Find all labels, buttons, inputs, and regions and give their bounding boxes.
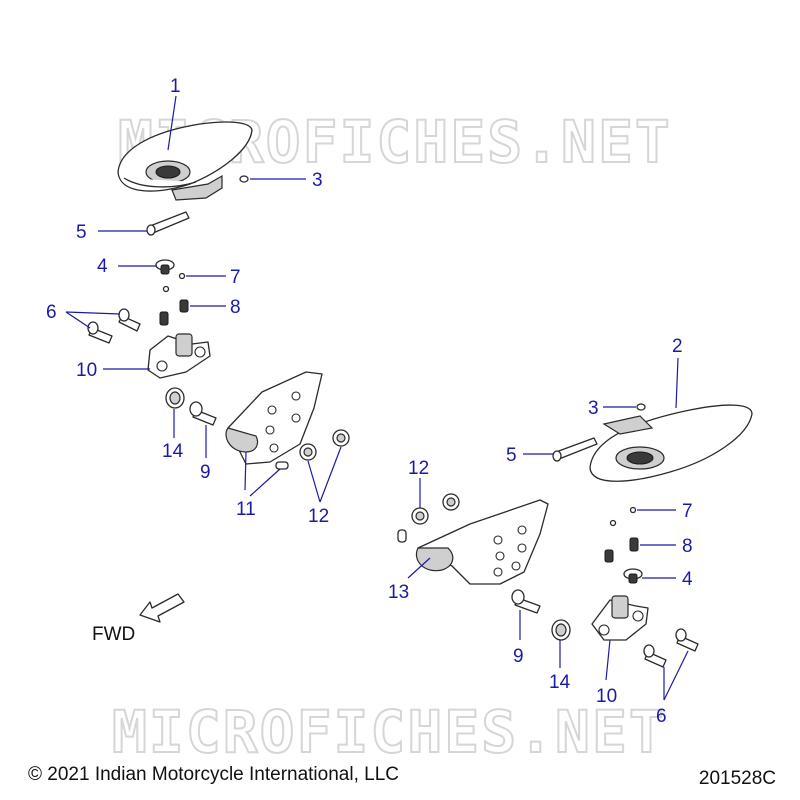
callout-7-left: 7 — [230, 267, 241, 288]
callout-9-right: 9 — [513, 646, 524, 667]
mount-plate-right — [415, 499, 549, 585]
callout-numbers: 1 3 5 4 7 8 6 10 14 9 11 12 2 3 5 12 7 8… — [46, 76, 693, 727]
spring-right — [604, 537, 639, 563]
callout-14-left: 14 — [162, 441, 184, 462]
mount-bracket-right — [591, 595, 649, 641]
dowel-left — [275, 461, 289, 470]
callout-11: 11 — [236, 499, 256, 520]
detent-left — [155, 259, 175, 275]
direction-label: FWD — [92, 624, 135, 645]
callout-10-left: 10 — [76, 360, 97, 381]
bushing-right-12a — [411, 507, 429, 525]
ball-left-2 — [162, 285, 170, 293]
bolt-right-b — [643, 644, 667, 668]
callout-4-left: 4 — [97, 256, 108, 277]
bushing-left-12b — [332, 429, 350, 447]
bushing-right — [551, 619, 571, 641]
footboard-right — [589, 404, 753, 482]
callout-6-right: 6 — [656, 706, 667, 727]
callout-1: 1 — [170, 76, 181, 97]
ball-right — [629, 506, 637, 514]
leader-lines — [65, 95, 689, 701]
diagram-id: 201528C — [698, 768, 776, 789]
bushing-left — [165, 387, 185, 409]
bolt-left-a — [118, 308, 141, 332]
watermark-bottom: MICROFICHES.NET — [112, 698, 666, 766]
callout-14-right: 14 — [549, 672, 571, 693]
copyright-notice: © 2021 Indian Motorcycle International, … — [28, 764, 399, 785]
ball-right-2 — [609, 519, 617, 527]
mount-plate-left — [225, 371, 323, 465]
callout-3-left: 3 — [312, 170, 323, 191]
bushing-left-12a — [299, 443, 317, 461]
callout-8-left: 8 — [230, 297, 241, 318]
pivot-pin-left — [146, 211, 190, 236]
spring-left — [159, 299, 189, 326]
callout-4-right: 4 — [682, 569, 693, 590]
callout-8-right: 8 — [682, 536, 693, 557]
bolt-left-b — [87, 321, 113, 344]
callout-2: 2 — [672, 336, 683, 357]
callout-5-left: 5 — [76, 222, 87, 243]
bolt-right-9 — [511, 589, 541, 614]
dowel-right — [397, 529, 407, 543]
bolt-left-9 — [189, 401, 217, 426]
mount-bracket-left — [147, 333, 211, 379]
bolt-right-a — [675, 628, 699, 652]
callout-5-right: 5 — [506, 445, 517, 466]
callout-3-right: 3 — [588, 398, 599, 419]
ball-left — [178, 272, 186, 280]
detent-right — [623, 568, 643, 584]
callout-9-left: 9 — [200, 462, 211, 483]
callout-7-right: 7 — [682, 501, 693, 522]
o-ring-right — [636, 403, 646, 411]
pivot-pin-right — [552, 437, 598, 462]
bushing-right-12b — [442, 493, 460, 511]
o-ring-left — [239, 175, 249, 183]
forward-arrow-icon — [139, 593, 185, 623]
callout-10-right: 10 — [596, 686, 617, 707]
callout-6-left: 6 — [46, 302, 57, 323]
callout-13: 13 — [388, 582, 409, 603]
footboard-left — [117, 121, 253, 201]
callout-12-left: 12 — [308, 506, 329, 527]
callout-12-right: 12 — [408, 458, 429, 479]
